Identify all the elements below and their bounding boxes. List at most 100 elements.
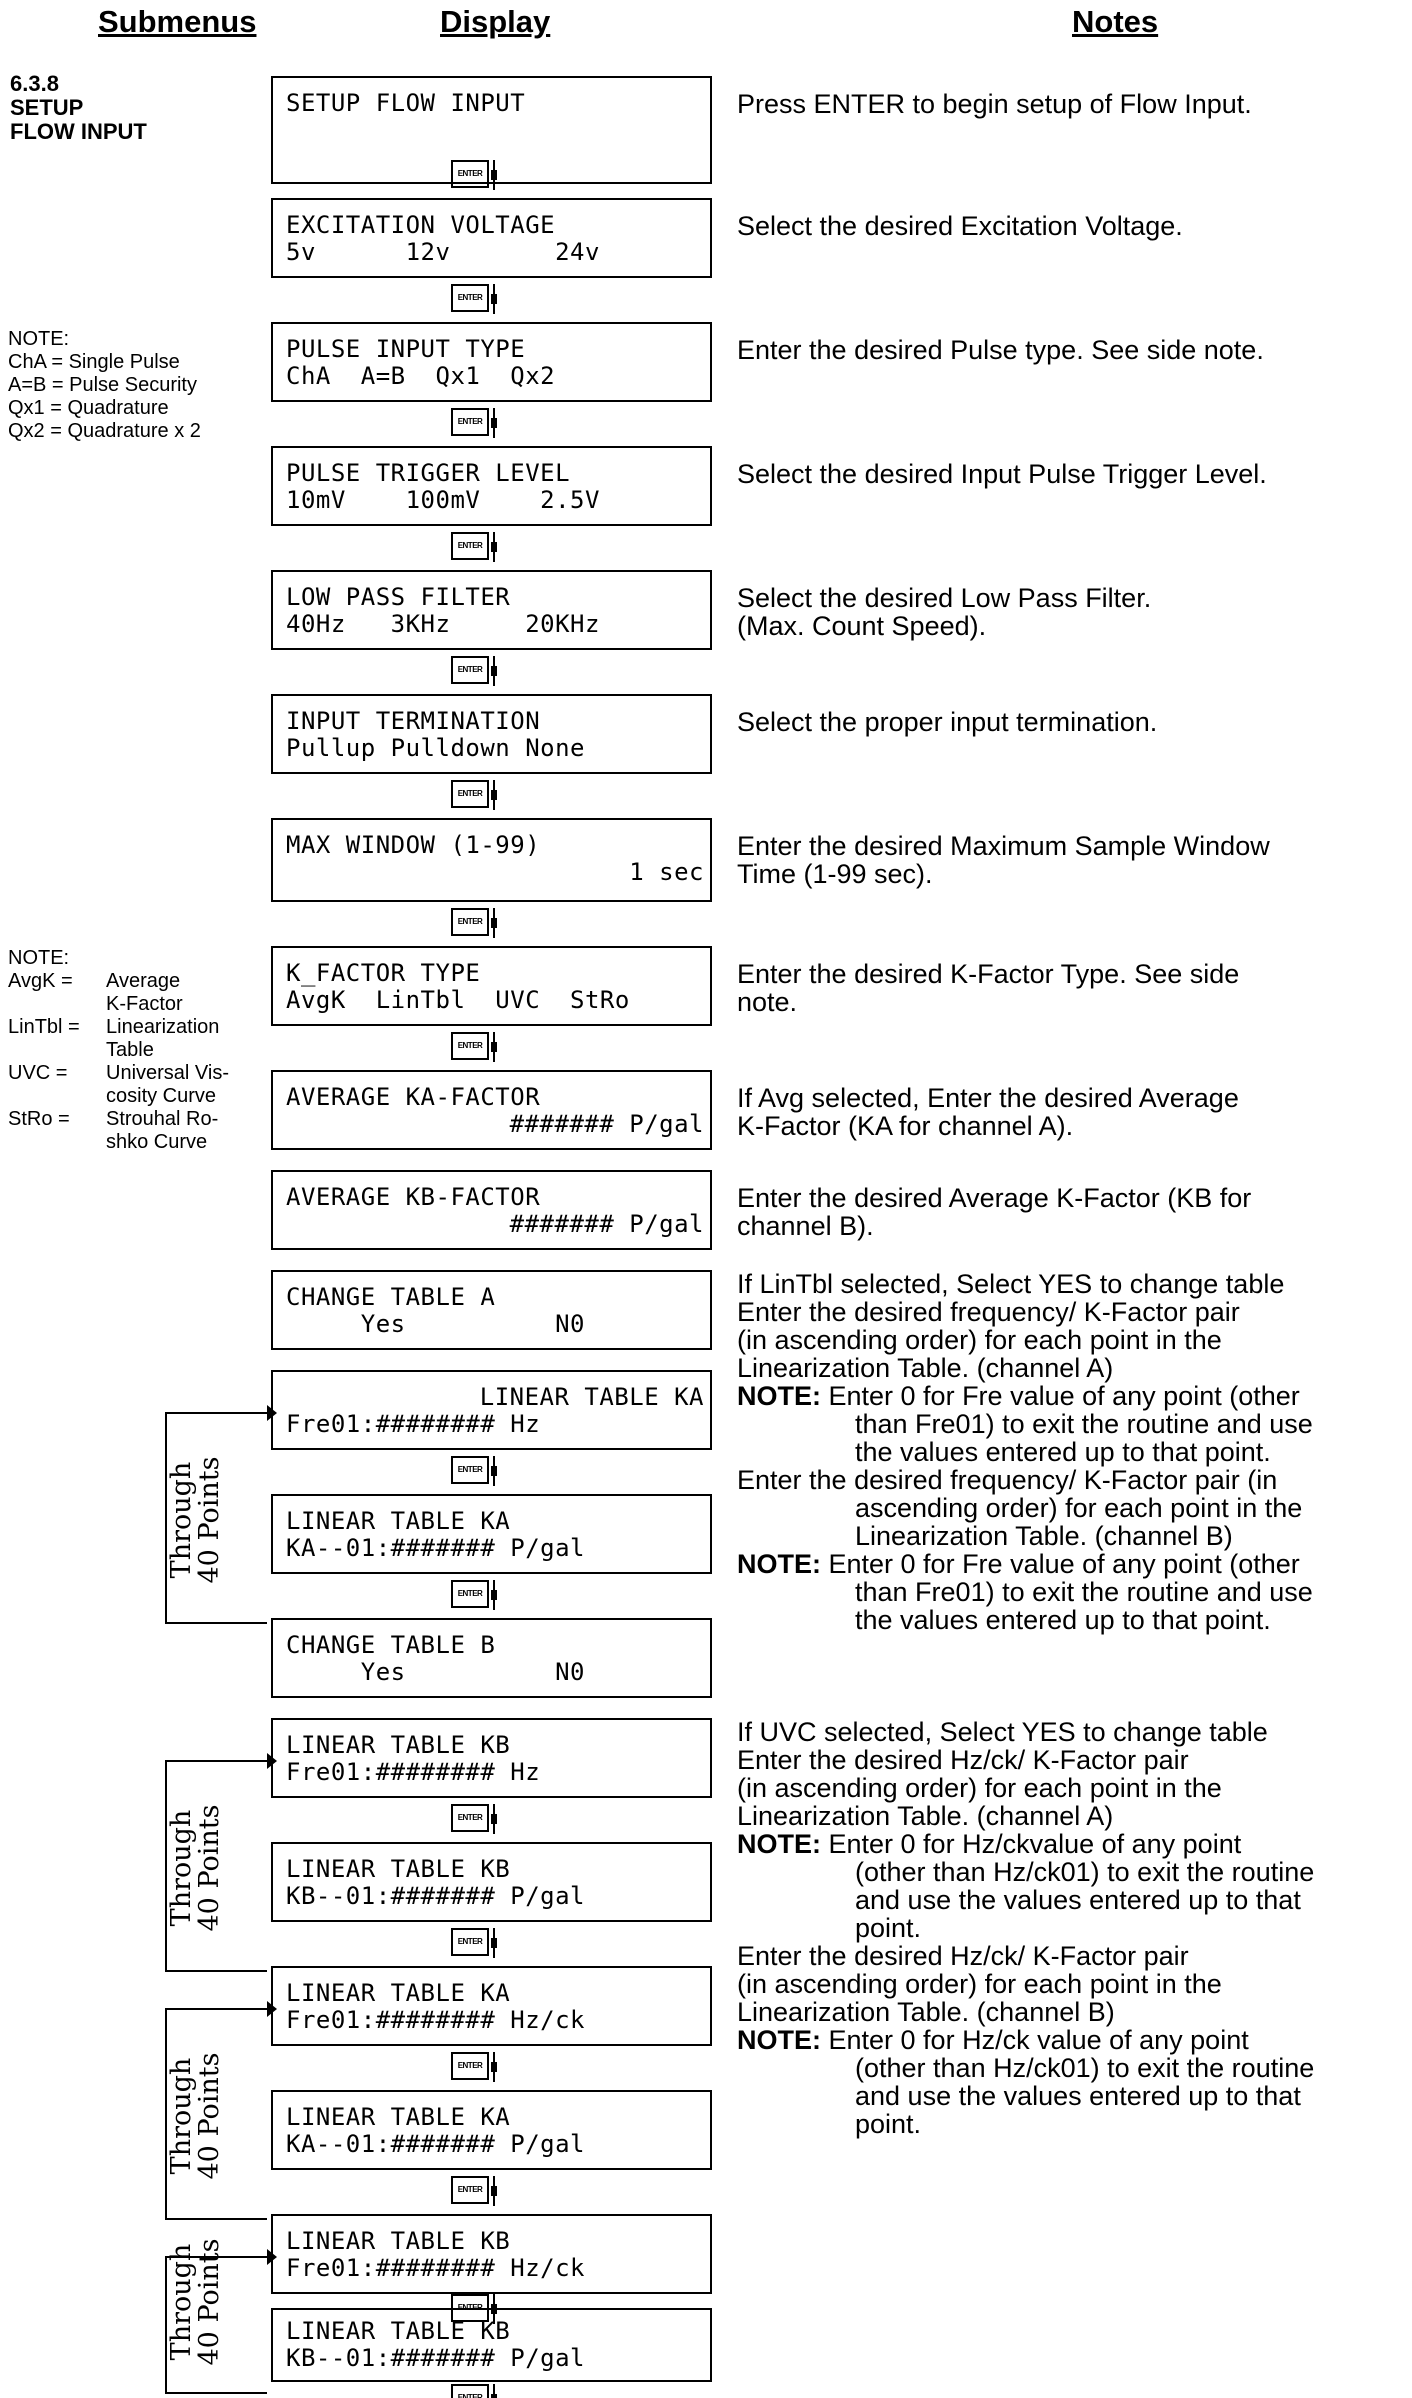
- note-line: Linearization Table. (channel B): [737, 1997, 1115, 2027]
- enter-key-label: ENTER: [451, 656, 489, 684]
- enter-key-label: ENTER: [451, 1456, 489, 1484]
- display-line2: KA--01:####### P/gal: [286, 1534, 585, 1562]
- note-excitation: Select the desired Excitation Voltage.: [737, 211, 1183, 241]
- kfactor-item: AvgK =Average: [8, 970, 229, 993]
- note-max-window: Enter the desired Maximum Sample Window …: [737, 832, 1407, 888]
- enter-key[interactable]: ENTER: [451, 1928, 497, 1958]
- header-display: Display: [440, 4, 551, 39]
- note-line: than Fre01) to exit the routine and use: [855, 1577, 1313, 1607]
- display-line1: EXCITATION VOLTAGE: [286, 211, 556, 239]
- enter-key[interactable]: ENTER: [451, 1580, 497, 1610]
- enter-key[interactable]: ENTER: [451, 2052, 497, 2082]
- note-line: NOTE: Enter 0 for Hz/ckvalue of any poin…: [737, 1830, 1407, 1858]
- enter-key[interactable]: ENTER: [451, 656, 497, 686]
- side-note-kfactor: NOTE: AvgK =Average K-Factor LinTbl =Lin…: [8, 947, 229, 1154]
- enter-key[interactable]: ENTER: [451, 2384, 497, 2398]
- display-line2: AvgK LinTbl UVC StRo: [286, 986, 630, 1014]
- enter-key-label: ENTER: [451, 1580, 489, 1608]
- kfactor-item: StRo =Strouhal Ro-: [8, 1108, 229, 1131]
- note-line: Enter the desired frequency/ K-Factor pa…: [737, 1297, 1240, 1327]
- note-lintbl: If LinTbl selected, Select YES to change…: [737, 1270, 1407, 1634]
- section-line1: SETUP: [10, 95, 84, 120]
- note-line: than Fre01) to exit the routine and use: [855, 1409, 1313, 1439]
- display-line1: LINEAR TABLE KB: [286, 1855, 511, 1883]
- kfactor-desc: shko Curve: [106, 1131, 208, 1153]
- note-line: and use the values entered up to that: [855, 2081, 1301, 2111]
- display-line2: Pullup Pulldown None: [286, 734, 585, 762]
- note-line: (Max. Count Speed).: [737, 611, 987, 641]
- note-average-ka: If Avg selected, Enter the desired Avera…: [737, 1084, 1407, 1140]
- display-line1: LOW PASS FILTER: [286, 583, 511, 611]
- enter-key[interactable]: ENTER: [451, 408, 497, 438]
- section-line2: FLOW INPUT: [10, 119, 147, 144]
- header-notes: Notes: [1072, 4, 1159, 39]
- note-line: NOTE: Enter 0 for Fre value of any point…: [737, 1550, 1407, 1578]
- arrow-right-icon: [267, 2249, 277, 2265]
- display-line1: LINEAR TABLE KB: [286, 1731, 511, 1759]
- display-line1: INPUT TERMINATION: [286, 707, 541, 735]
- loop-bracket: [165, 1753, 277, 1972]
- note-line: channel B).: [737, 1211, 874, 1241]
- display-max-window: MAX WINDOW (1-99)1 sec: [271, 818, 712, 902]
- kfactor-item: UVC =Universal Vis-: [8, 1062, 229, 1085]
- note-label: NOTE:: [737, 1829, 821, 1859]
- enter-key[interactable]: ENTER: [451, 908, 497, 938]
- loop-bracket: [165, 2249, 277, 2394]
- display-line2: 40Hz 3KHz 20KHz: [286, 610, 600, 638]
- display-line2: 5v 12v 24v: [286, 238, 600, 266]
- enter-key[interactable]: ENTER: [451, 2294, 497, 2324]
- enter-key[interactable]: ENTER: [451, 780, 497, 810]
- display-line2: Yes N0: [286, 1310, 585, 1338]
- header-submenus: Submenus: [98, 4, 257, 39]
- kfactor-key: AvgK =: [8, 970, 73, 992]
- display-line2: KB--01:####### P/gal: [286, 2344, 585, 2372]
- display-line2: ####### P/gal: [509, 1110, 704, 1138]
- note-setup: Press ENTER to begin setup of Flow Input…: [737, 89, 1252, 119]
- through-line1: Through: [166, 1461, 197, 1579]
- kfactor-desc: Universal Vis-: [106, 1062, 229, 1084]
- display-line2: ChA A=B Qx1 Qx2: [286, 362, 556, 390]
- note-line: NOTE: Enter 0 for Fre value of any point…: [737, 1382, 1407, 1410]
- enter-key[interactable]: ENTER: [451, 284, 497, 314]
- note-line: K-Factor (KA for channel A).: [737, 1111, 1074, 1141]
- enter-key-label: ENTER: [451, 2052, 489, 2080]
- display-line2: Fre01:######## Hz/ck: [286, 2254, 585, 2282]
- enter-key[interactable]: ENTER: [451, 1456, 497, 1486]
- kfactor-desc: Linearization: [106, 1016, 220, 1038]
- display-average-kb: AVERAGE KB-FACTOR####### P/gal: [271, 1170, 712, 1250]
- display-line2: KB--01:####### P/gal: [286, 1882, 585, 1910]
- note-trigger: Select the desired Input Pulse Trigger L…: [737, 459, 1267, 489]
- enter-key[interactable]: ENTER: [451, 2176, 497, 2206]
- enter-key-label: ENTER: [451, 408, 489, 436]
- through-line1: Through: [166, 1809, 197, 1927]
- kfactor-item: cosity Curve: [8, 1085, 229, 1108]
- note-line: ascending order) for each point in the: [855, 1493, 1303, 1523]
- enter-key-label: ENTER: [451, 1032, 489, 1060]
- note-pulse-type: Enter the desired Pulse type. See side n…: [737, 335, 1264, 365]
- enter-key[interactable]: ENTER: [451, 160, 497, 190]
- note-line: NOTE: Enter 0 for Hz/ck value of any poi…: [737, 2026, 1407, 2054]
- side-note-line: Qx1 = Quadrature: [8, 397, 169, 419]
- note-line: point.: [855, 1913, 922, 1943]
- display-change-table-b: CHANGE TABLE B Yes N0: [271, 1618, 712, 1698]
- enter-key[interactable]: ENTER: [451, 1804, 497, 1834]
- kfactor-desc: Strouhal Ro-: [106, 1108, 219, 1130]
- note-line: Enter the desired K-Factor Type. See sid…: [737, 959, 1240, 989]
- enter-key[interactable]: ENTER: [451, 532, 497, 562]
- side-note-title: NOTE:: [8, 328, 70, 350]
- through-line1: Through: [166, 2057, 197, 2175]
- side-note-title: NOTE:: [8, 947, 70, 969]
- display-line1: LINEAR TABLE KA: [286, 1979, 511, 2007]
- enter-key[interactable]: ENTER: [451, 1032, 497, 1062]
- display-line1: CHANGE TABLE A: [286, 1283, 496, 1311]
